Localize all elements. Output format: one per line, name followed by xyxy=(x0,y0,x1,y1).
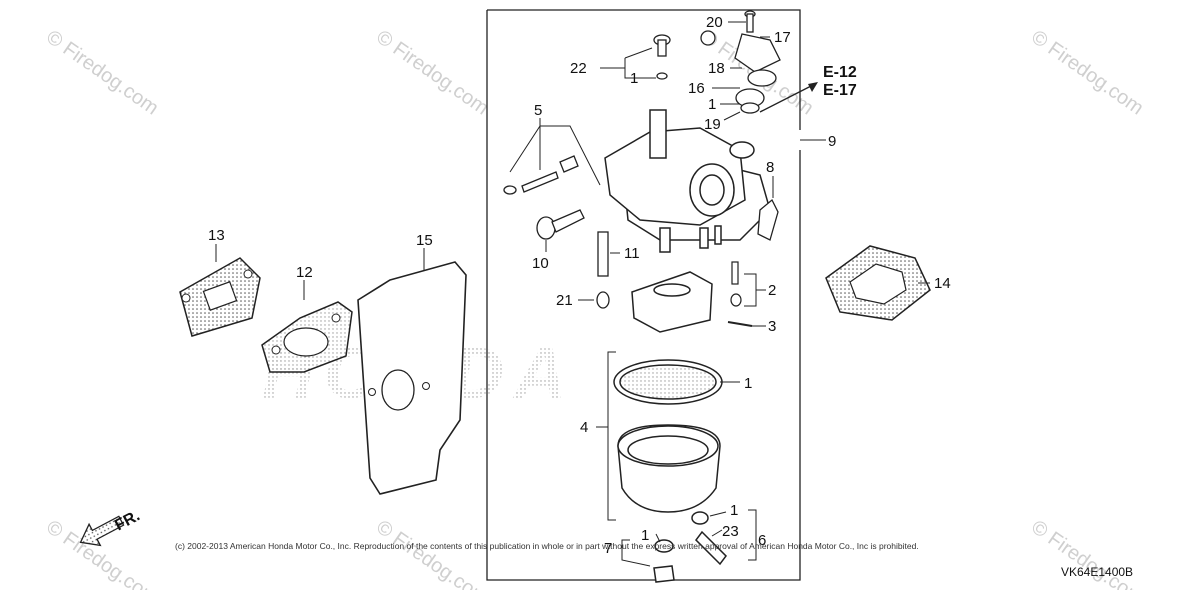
callout-9: 9 xyxy=(828,133,836,150)
watermark: © Firedog.com xyxy=(42,26,162,119)
callout-5: 5 xyxy=(534,102,542,119)
callout-8: 8 xyxy=(766,159,774,176)
part-3-pin xyxy=(727,321,753,327)
part-11-nozzle xyxy=(596,231,610,309)
callout-3: 3 xyxy=(768,318,776,335)
callout-13: 13 xyxy=(208,227,225,244)
callout-20: 20 xyxy=(706,14,723,31)
callout-10: 10 xyxy=(532,255,549,272)
callout-bracket xyxy=(607,351,616,521)
callout-21: 21 xyxy=(556,292,573,309)
callout-23: 23 xyxy=(722,523,739,540)
callout-19: 19 xyxy=(704,116,721,133)
part-2-needle xyxy=(730,261,742,307)
callout-leader xyxy=(655,533,661,543)
callout-17: 17 xyxy=(774,29,791,46)
callout-1: 1 xyxy=(708,96,716,113)
callout-leader xyxy=(709,511,727,517)
callout-bracket xyxy=(509,125,601,186)
watermark: © Firedog.com xyxy=(372,26,492,119)
callout-7: 7 xyxy=(604,540,612,557)
part-8-bracket xyxy=(757,198,779,241)
part-13-gasket xyxy=(179,244,261,337)
callout-14: 14 xyxy=(934,275,951,292)
float-chamber xyxy=(613,359,727,583)
callout-1: 1 xyxy=(641,527,649,544)
diagram-code: VK64E1400B xyxy=(1061,565,1134,579)
callout-6: 6 xyxy=(758,532,766,549)
front-label: FR. xyxy=(112,507,143,534)
part-20-screw xyxy=(700,10,781,114)
callout-4: 4 xyxy=(580,419,588,436)
frame-border xyxy=(487,9,801,130)
watermark: © Firedog.com xyxy=(1027,26,1147,119)
front-arrow xyxy=(79,515,125,547)
callout-1: 1 xyxy=(744,375,752,392)
callout-1: 1 xyxy=(730,502,738,519)
part-22-screw xyxy=(653,34,671,80)
callout-16: 16 xyxy=(688,80,705,97)
callout-bracket xyxy=(748,509,757,561)
callout-1: 1 xyxy=(630,70,638,87)
callout-15: 15 xyxy=(416,232,433,249)
callout-bracket xyxy=(744,273,757,307)
callout-2: 2 xyxy=(768,282,776,299)
reference-arrow xyxy=(759,83,816,113)
part-14-gasket xyxy=(825,245,931,321)
part-12-insulator xyxy=(261,280,353,373)
part-15-plate xyxy=(357,248,467,495)
copyright-notice: (c) 2002-2013 American Honda Motor Co., … xyxy=(175,541,919,551)
callout-leader xyxy=(711,529,723,537)
callout-18: 18 xyxy=(708,60,725,77)
part-5-pilot-screw xyxy=(503,155,579,195)
float xyxy=(631,271,713,333)
part-10-throttle-screw xyxy=(536,209,585,240)
callout-leader xyxy=(723,111,741,121)
reference-e-12: E-12 xyxy=(823,64,857,81)
carburetor-body xyxy=(604,109,771,253)
callout-11: 11 xyxy=(624,245,640,262)
reference-arrowhead xyxy=(808,82,818,92)
callout-bracket xyxy=(621,539,651,567)
callout-12: 12 xyxy=(296,264,313,281)
callout-22: 22 xyxy=(570,60,587,77)
callout-leader xyxy=(624,47,653,59)
frame-border xyxy=(486,10,801,581)
watermark: © Firedog.com xyxy=(372,516,492,590)
reference-e-17: E-17 xyxy=(823,82,857,99)
